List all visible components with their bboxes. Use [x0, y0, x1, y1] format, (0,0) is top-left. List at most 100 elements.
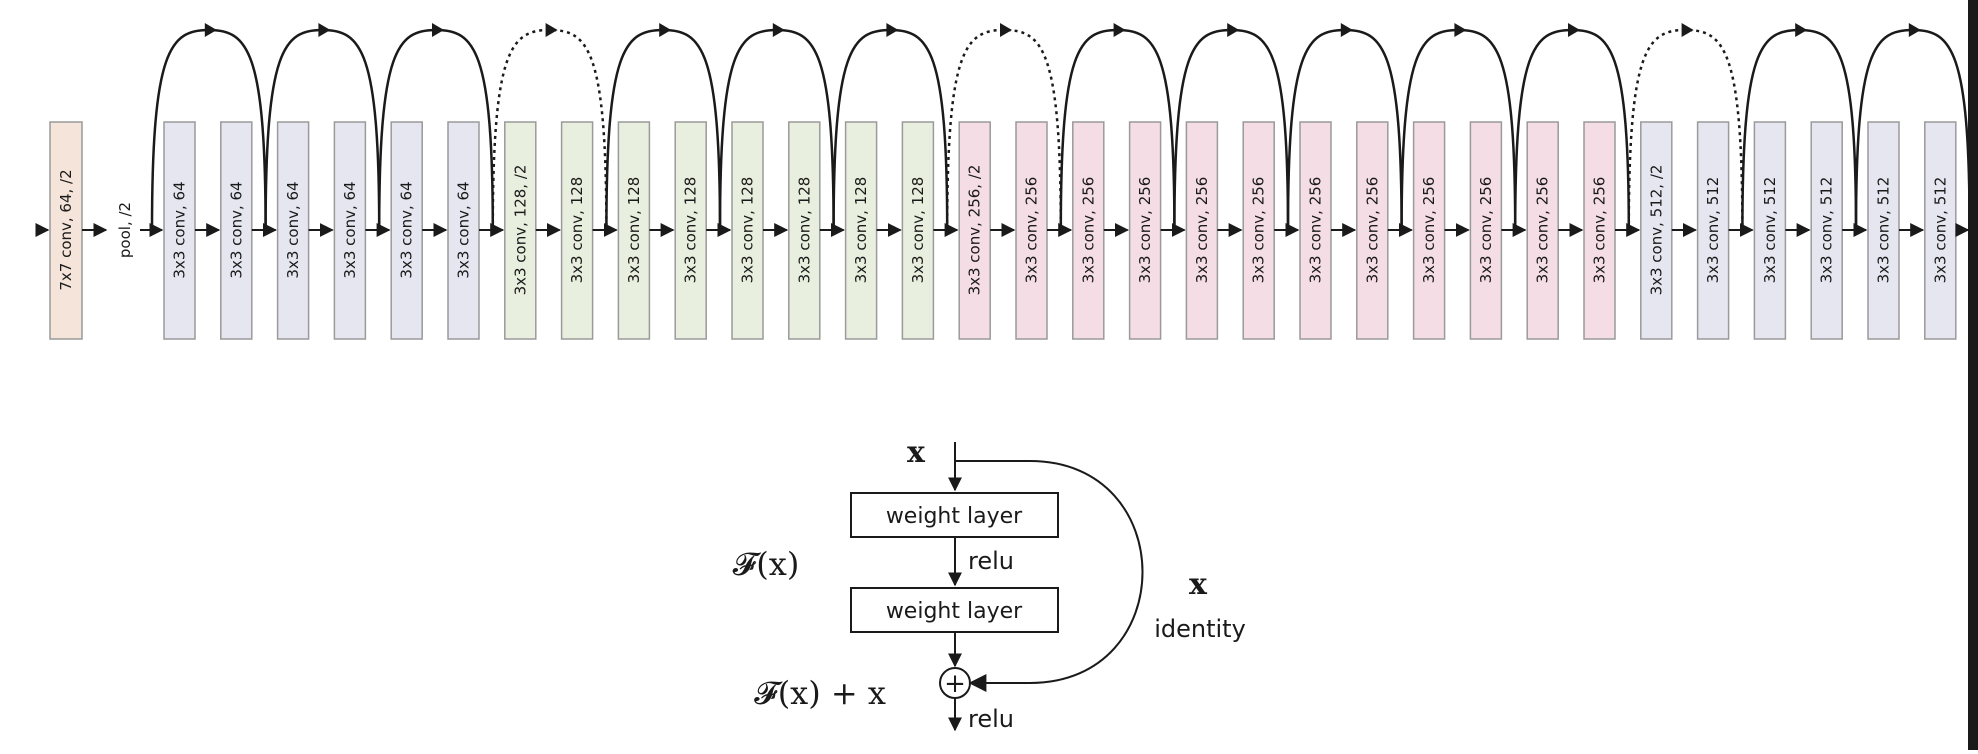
- identity-x-label: x: [1189, 567, 1208, 602]
- conv-layer-label: 3x3 conv, 256, /2: [966, 165, 984, 296]
- conv-layer: 3x3 conv, 512: [1924, 121, 1957, 340]
- conv-layer: 3x3 conv, 64: [163, 121, 196, 340]
- conv-layer-box: [1924, 121, 1957, 340]
- identity-shortcut: [955, 460, 1144, 692]
- input-x-label: x: [907, 435, 926, 470]
- conv-layer: 3x3 conv, 256: [1242, 121, 1275, 340]
- conv-layer: 3x3 conv, 256: [1469, 121, 1503, 340]
- conv-layer-box: [276, 121, 310, 340]
- skip-arc-dashed: [491, 28, 608, 231]
- weight-layer-1-label: weight layer: [886, 504, 1023, 529]
- conv-layer-box: [1185, 121, 1219, 340]
- conv-layer-label: 3x3 conv, 512: [1875, 177, 1893, 284]
- conv-layer: 3x3 conv, 64: [447, 121, 480, 340]
- skip-arrowhead: [1227, 23, 1240, 37]
- conv-layer: 3x3 conv, 512, /2: [1640, 121, 1673, 340]
- conv-layer-box: [1867, 121, 1900, 340]
- conv-layer-label: 3x3 conv, 128: [568, 177, 586, 284]
- conv-layer-box: [788, 121, 821, 340]
- conv-layer-label: 3x3 conv, 256: [1079, 177, 1097, 284]
- conv-layer: 3x3 conv, 256: [1072, 121, 1105, 340]
- skip-arrowhead: [1568, 23, 1580, 37]
- conv-layer: 3x3 conv, 256: [1299, 121, 1332, 340]
- conv-layer: 3x3 conv, 512: [1696, 121, 1730, 340]
- conv-layer-label: 3x3 conv, 256: [1363, 177, 1381, 284]
- conv-layer: 3x3 conv, 128: [901, 121, 935, 340]
- conv-layer-label: 3x3 conv, 64: [227, 181, 245, 278]
- conv-layer-box: [844, 121, 878, 340]
- conv-layer-box: [958, 121, 991, 340]
- conv-layer-box: [617, 121, 651, 340]
- conv-layer-label: 3x3 conv, 512: [1931, 177, 1949, 284]
- conv-layer-label: 3x3 conv, 128: [625, 177, 643, 284]
- skip-arrowhead: [1340, 23, 1353, 37]
- skip-arc-dashed: [1627, 28, 1744, 231]
- conv-layer-label: 3x3 conv, 128: [909, 177, 927, 284]
- conv-layer-box: [163, 121, 196, 340]
- skip-arrowhead: [772, 23, 785, 37]
- conv-layer-label: 3x3 conv, 64: [455, 181, 473, 278]
- conv-layer-label: 3x3 conv, 256: [1193, 177, 1211, 284]
- conv-layer-label: 3x3 conv, 64: [398, 181, 416, 278]
- conv-layer-label: 3x3 conv, 256: [1534, 177, 1552, 284]
- skip-arrowhead: [1795, 23, 1808, 37]
- conv-layer-label: 3x3 conv, 64: [341, 181, 359, 278]
- skip-arrowhead: [204, 23, 217, 37]
- conv-layer: 3x3 conv, 256: [1412, 121, 1446, 340]
- conv-layer-label: 3x3 conv, 512, /2: [1647, 165, 1665, 296]
- conv-layer: 3x3 conv, 256: [1526, 121, 1559, 340]
- conv-layer-label: 3x3 conv, 512: [1818, 177, 1836, 284]
- relu-mid-label: relu: [968, 547, 1014, 575]
- skip-arrowhead: [1681, 23, 1694, 37]
- conv-layer-label: 3x3 conv, 128: [739, 177, 757, 284]
- conv-layer: 3x3 conv, 128: [731, 121, 764, 340]
- skip-arrowhead: [886, 23, 899, 37]
- conv-layer-label: 3x3 conv, 256: [1420, 177, 1438, 284]
- skip-arrowhead: [1454, 23, 1467, 37]
- skip-arrowhead: [1113, 23, 1126, 37]
- skip-arrowhead: [659, 23, 672, 37]
- conv-layer-label: 3x3 conv, 256: [1023, 177, 1041, 284]
- conv-layer-label: 3x3 conv, 256: [1477, 177, 1495, 284]
- identity-label: identity: [1154, 615, 1246, 643]
- conv-layer: 3x3 conv, 64: [276, 121, 310, 340]
- conv-layer-box: [1015, 121, 1048, 340]
- skip-arrowhead: [1908, 23, 1921, 37]
- conv-layer: 3x3 conv, 256: [1128, 121, 1162, 340]
- conv-layer-label: 3x3 conv, 256: [1250, 177, 1268, 284]
- conv-layer-box: [1412, 121, 1446, 340]
- conv-layer-box: [674, 121, 707, 340]
- conv-layer-box: [1242, 121, 1275, 340]
- conv-layer-label: 3x3 conv, 128: [682, 177, 700, 284]
- conv-layer-label: 3x3 conv, 128, /2: [511, 165, 529, 296]
- skip-arrowhead: [318, 23, 331, 37]
- conv-layer-label: 3x3 conv, 64: [171, 181, 189, 278]
- conv-layers: 3x3 conv, 64 3x3 conv, 64 3x3 conv, 64 3x3 …: [140, 121, 1970, 340]
- pool-label: pool, /2: [116, 202, 134, 258]
- conv-layer: 3x3 conv, 128: [844, 121, 878, 340]
- conv-layer-box: [333, 121, 367, 340]
- skip-connections: [150, 23, 1971, 231]
- conv-layer: 3x3 conv, 64: [220, 121, 253, 340]
- conv-layer-label: 3x3 conv, 64: [284, 181, 302, 278]
- conv-layer-label: 3x3 conv, 256: [1136, 177, 1154, 284]
- conv-layer: 3x3 conv, 256: [1185, 121, 1219, 340]
- conv-layer: 3x3 conv, 256: [1015, 121, 1048, 340]
- conv-layer: 3x3 conv, 512: [1753, 121, 1787, 340]
- conv-layer-box: [1299, 121, 1332, 340]
- conv-layer-box: [390, 121, 423, 340]
- sum-label: 𝓕(x) + x: [754, 674, 886, 712]
- relu-out-label: relu: [968, 705, 1014, 733]
- conv-layer: 3x3 conv, 128: [560, 121, 594, 340]
- first-conv-label: 7x7 conv, 64, /2: [57, 169, 75, 290]
- conv-layer-box: [1696, 121, 1730, 340]
- conv-layer: 3x3 conv, 256, /2: [958, 121, 991, 340]
- conv-layer-label: 3x3 conv, 128: [852, 177, 870, 284]
- conv-layer-box: [504, 121, 537, 340]
- weight-layer-2-label: weight layer: [886, 599, 1023, 624]
- conv-layer: 3x3 conv, 128: [617, 121, 651, 340]
- conv-layer-label: 3x3 conv, 512: [1761, 177, 1779, 284]
